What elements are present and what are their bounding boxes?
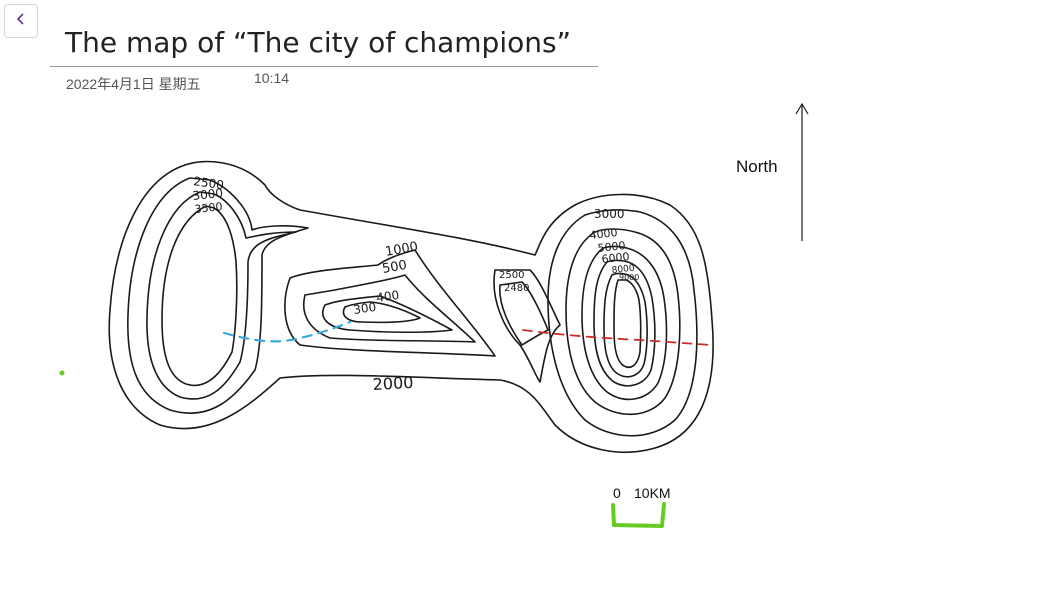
contour-center-300: [342, 301, 421, 324]
north-label: North: [736, 157, 778, 176]
contour-west-3500: [161, 205, 238, 387]
label-gap-2480: 2480: [504, 283, 529, 294]
red-route: [522, 329, 713, 346]
page-date: 2022年4月1日 星期五: [66, 76, 201, 92]
chevron-left-icon: [14, 12, 28, 31]
label-east-6000: 6000: [601, 250, 630, 266]
contour-east-5000: [581, 245, 668, 401]
label-south-2000: 2000: [372, 373, 414, 394]
contour-east-9000: [613, 279, 642, 368]
page-time: 10:14: [254, 70, 290, 86]
contour-west-3000: [146, 191, 297, 400]
label-gap-2500: 2500: [499, 270, 524, 281]
contour-east-6000: [593, 259, 656, 387]
contour-outer: [108, 160, 714, 453]
label-east-5000: 5000: [597, 239, 626, 255]
label-east-4000: 4000: [589, 226, 618, 242]
contour-east-4000: [565, 228, 681, 416]
label-east-8000: 8000: [611, 264, 635, 276]
label-center-400: 400: [375, 288, 400, 305]
page-title[interactable]: The map of “The city of champions”: [65, 26, 572, 59]
contour-east-3000: [547, 209, 698, 437]
back-button[interactable]: [4, 4, 38, 38]
contour-gap-2480: [499, 281, 549, 346]
label-center-500: 500: [381, 258, 408, 277]
scale-bar: [611, 502, 666, 528]
label-west-3000: 3000: [192, 186, 224, 203]
label-east-9000: 9000: [619, 273, 639, 282]
label-west-2500: 2500: [193, 174, 225, 192]
title-divider: [50, 66, 598, 67]
label-west-3500: 3500: [194, 200, 223, 216]
contour-east-8000: [603, 272, 648, 378]
blue-route: [222, 320, 352, 343]
contour-center-500: [303, 274, 476, 343]
contour-lines: [108, 160, 714, 453]
label-center-1000: 1000: [384, 239, 419, 260]
contour-west-2500: [127, 177, 309, 414]
label-east-3000: 3000: [594, 207, 625, 221]
green-dot: [59, 370, 65, 376]
north-arrow: [795, 102, 809, 241]
scale-end-label: 10KM: [634, 485, 671, 501]
contour-center-1000: [284, 249, 496, 357]
scale-start-label: 0: [613, 485, 621, 501]
label-center-300: 300: [352, 300, 377, 317]
